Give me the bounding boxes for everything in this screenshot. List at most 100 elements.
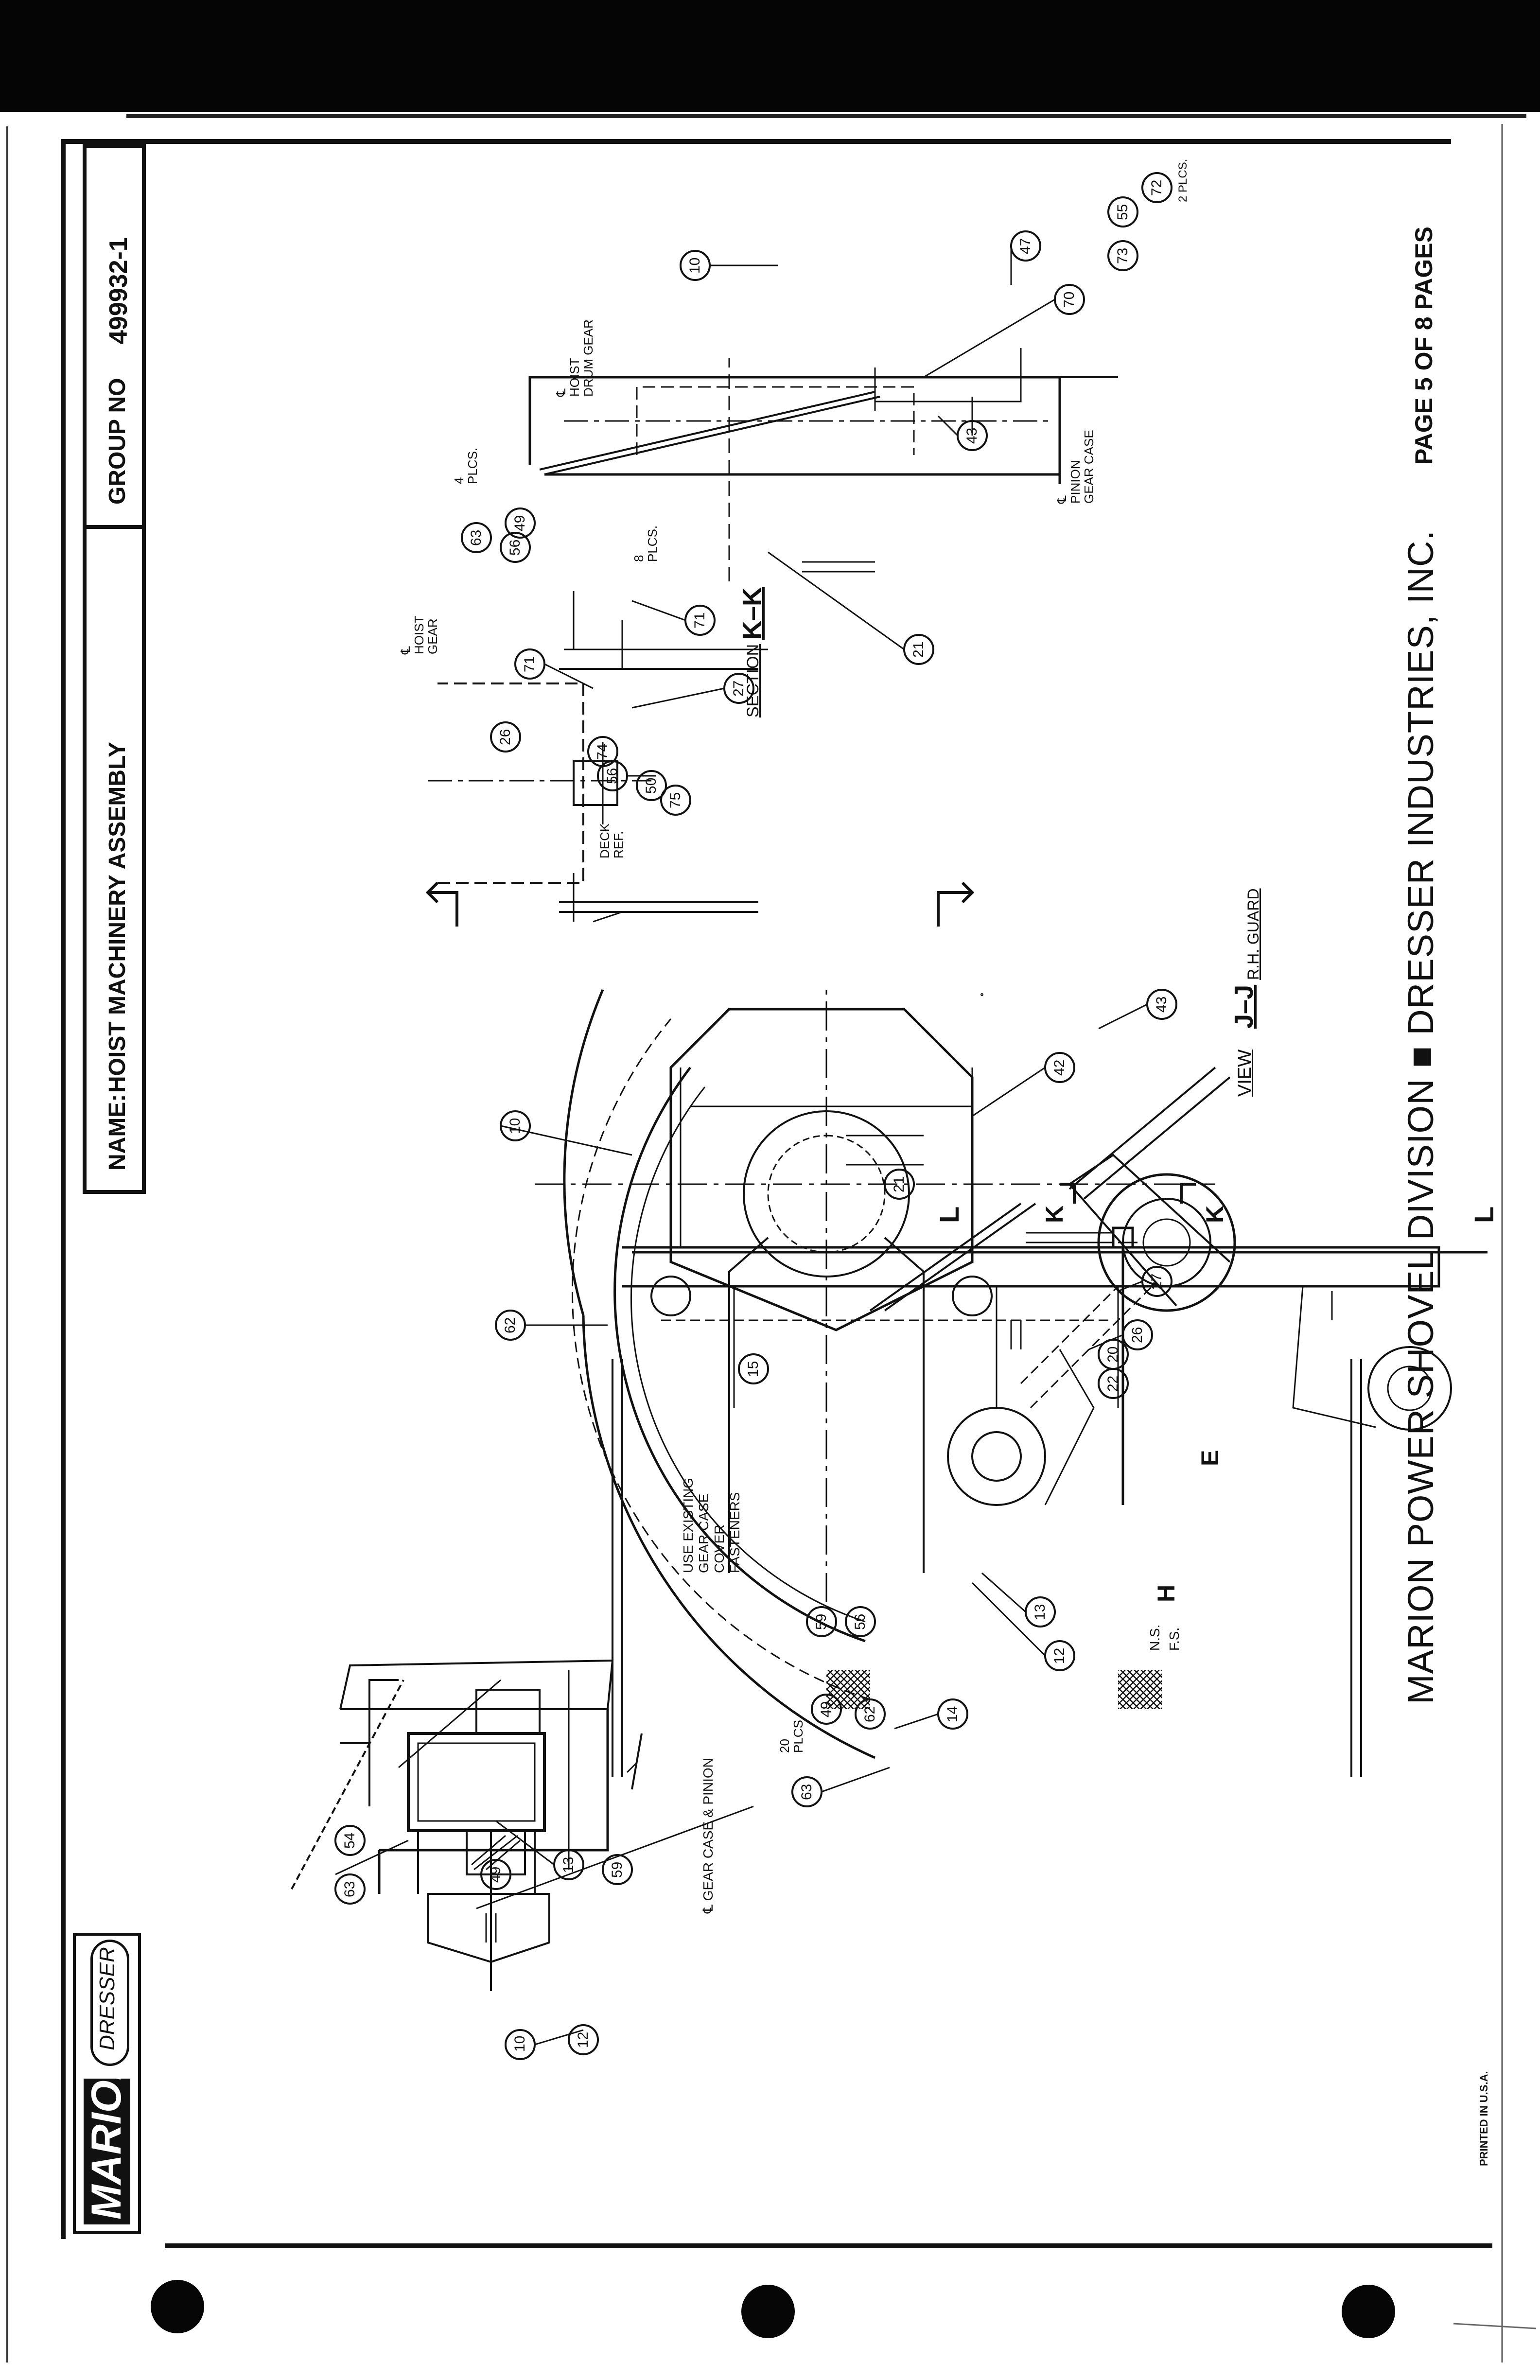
section-mark-e: E	[1196, 1450, 1224, 1466]
four-plcs-note: 4 PLCS.	[452, 447, 480, 484]
balloon-72-side: 72	[1149, 179, 1165, 196]
balloon-27-view: 27	[1149, 1273, 1165, 1290]
use-existing-line: GEAR CASE	[696, 1493, 711, 1573]
pinion-gear-case-line: ℄	[1054, 495, 1069, 504]
section-mark-k-top: K	[1041, 1205, 1068, 1223]
balloon-71-section: 71	[522, 656, 538, 672]
eight-plcs-note: 8 PLCS.	[631, 525, 660, 562]
balloon-59-detail: 59	[609, 1861, 625, 1878]
view-jj-letters: J–J	[1229, 984, 1259, 1029]
use-existing-line: COVER	[712, 1524, 727, 1573]
ns-note: N.S.	[1147, 1624, 1162, 1651]
sheet-edge-line	[126, 114, 1526, 118]
use-existing-line: FASTENERS	[727, 1492, 742, 1573]
balloon-54-detail: 54	[342, 1832, 358, 1849]
eight-plcs-line: PLCS.	[645, 525, 660, 562]
twenty-plcs-line: PLCS	[791, 1720, 805, 1753]
hoist-drum-gear-line: HOIST	[567, 358, 582, 397]
balloon-71b-section: 71	[692, 612, 708, 629]
deck-ref-line: REF.	[611, 831, 626, 858]
balloon-75-section: 75	[667, 792, 683, 808]
balloon-42-view: 42	[1051, 1059, 1068, 1076]
balloon-12-detail: 12	[575, 2031, 591, 2048]
side-view	[528, 348, 1118, 581]
two-plcs-note: 2 PLCS.	[1176, 158, 1190, 202]
balloon-10-view: 10	[507, 1118, 523, 1134]
hoist-gear-note: ℄ HOIST GEAR	[398, 616, 440, 654]
balloon-56-view: 56	[852, 1613, 868, 1630]
balloon-26-section: 26	[497, 729, 513, 745]
hoist-drum-gear-line: DRUM GEAR	[581, 319, 595, 397]
view-jj-guard	[535, 989, 1488, 1777]
balloon-21-view: 21	[891, 1176, 907, 1192]
balloon-47-side: 47	[1017, 238, 1033, 254]
balloon-63-section: 63	[468, 529, 484, 546]
balloon-13-view: 13	[1032, 1604, 1048, 1620]
balloons	[334, 172, 1177, 2060]
leader-lines	[335, 246, 1148, 2046]
scan-mark	[1453, 2323, 1537, 2329]
section-mark-k-bottom: K	[1201, 1205, 1228, 1223]
balloon-21-side: 21	[910, 641, 927, 658]
gear-case-pinion-note: ℄ GEAR CASE & PINION	[700, 1758, 716, 1913]
hoist-gear-line: GEAR	[425, 618, 440, 654]
section-mark-l-bottom: L	[1469, 1206, 1499, 1223]
use-existing-note: USE EXISTING GEAR CASE COVER FASTENERS	[681, 1478, 743, 1573]
twenty-plcs-line: 20	[777, 1739, 792, 1753]
balloon-10-side: 10	[687, 257, 703, 274]
balloon-70-side: 70	[1061, 291, 1077, 308]
balloon-13-detail: 13	[560, 1856, 577, 1873]
hoist-drum-gear-note: ℄ HOIST DRUM GEAR	[554, 319, 595, 397]
section-kk-letters: K–K	[737, 587, 767, 640]
balloon-43-side: 43	[964, 427, 980, 444]
four-plcs-line: 4	[452, 477, 466, 484]
balloon-49-view: 49	[818, 1701, 834, 1717]
section-mark-l-top: L	[934, 1206, 964, 1223]
view-jj-deck	[1112, 1226, 1134, 1505]
balloon-63-view: 63	[799, 1784, 815, 1800]
pinion-gear-case-note: ℄ PINION GEAR CASE	[1054, 430, 1096, 504]
balloon-62-detail: 62	[502, 1317, 518, 1333]
deck-ref-note: DECK REF.	[597, 823, 626, 858]
balloon-56b-section: 56	[604, 768, 620, 784]
balloon-73-side: 73	[1115, 247, 1131, 264]
four-plcs-line: PLCS.	[465, 447, 480, 484]
balloon-43-view: 43	[1154, 996, 1170, 1013]
detail-gear-case-pinion	[291, 1659, 754, 1991]
scan-top-band	[0, 0, 1540, 112]
balloon-56-section: 56	[507, 539, 523, 556]
balloon-10-detail: 10	[512, 2035, 528, 2052]
section-mark-h: H	[1153, 1584, 1180, 1602]
balloon-50-section: 50	[643, 777, 659, 794]
pinion-gear-case-line: PINION	[1068, 460, 1083, 504]
balloon-26-view: 26	[1129, 1327, 1145, 1343]
balloon-15-view: 15	[745, 1361, 761, 1377]
balloon-59-view: 59	[813, 1613, 829, 1630]
view-jj-word: VIEW	[1235, 1049, 1255, 1097]
balloon-20-view: 20	[1105, 1346, 1121, 1363]
section-kk-word: SECTION	[744, 644, 762, 718]
punch-hole	[151, 2280, 204, 2333]
fs-note: F.S.	[1167, 1627, 1182, 1651]
balloon-49-section: 49	[512, 515, 528, 531]
balloon-74-section: 74	[595, 743, 611, 760]
twenty-plcs-note: 20 PLCS	[777, 1720, 805, 1753]
rh-guard-label: R.H. GUARD	[1244, 888, 1262, 980]
punch-hole	[741, 2285, 795, 2338]
punch-hole	[1342, 2285, 1395, 2338]
balloon-14-view: 14	[945, 1706, 961, 1722]
use-existing-line: USE EXISTING	[681, 1477, 696, 1573]
deck-ref-line: DECK	[597, 823, 612, 858]
hoist-gear-line: ℄	[398, 646, 413, 654]
balloon-63-detail: 63	[342, 1881, 358, 1897]
balloon-49-detail: 49	[488, 1866, 504, 1883]
pinion-gear-case-line: GEAR CASE	[1082, 430, 1096, 504]
section-arrows	[425, 881, 1196, 1204]
section-kk	[428, 591, 768, 923]
balloon-22-view: 22	[1105, 1375, 1121, 1392]
balloon-55-side: 55	[1115, 204, 1131, 220]
